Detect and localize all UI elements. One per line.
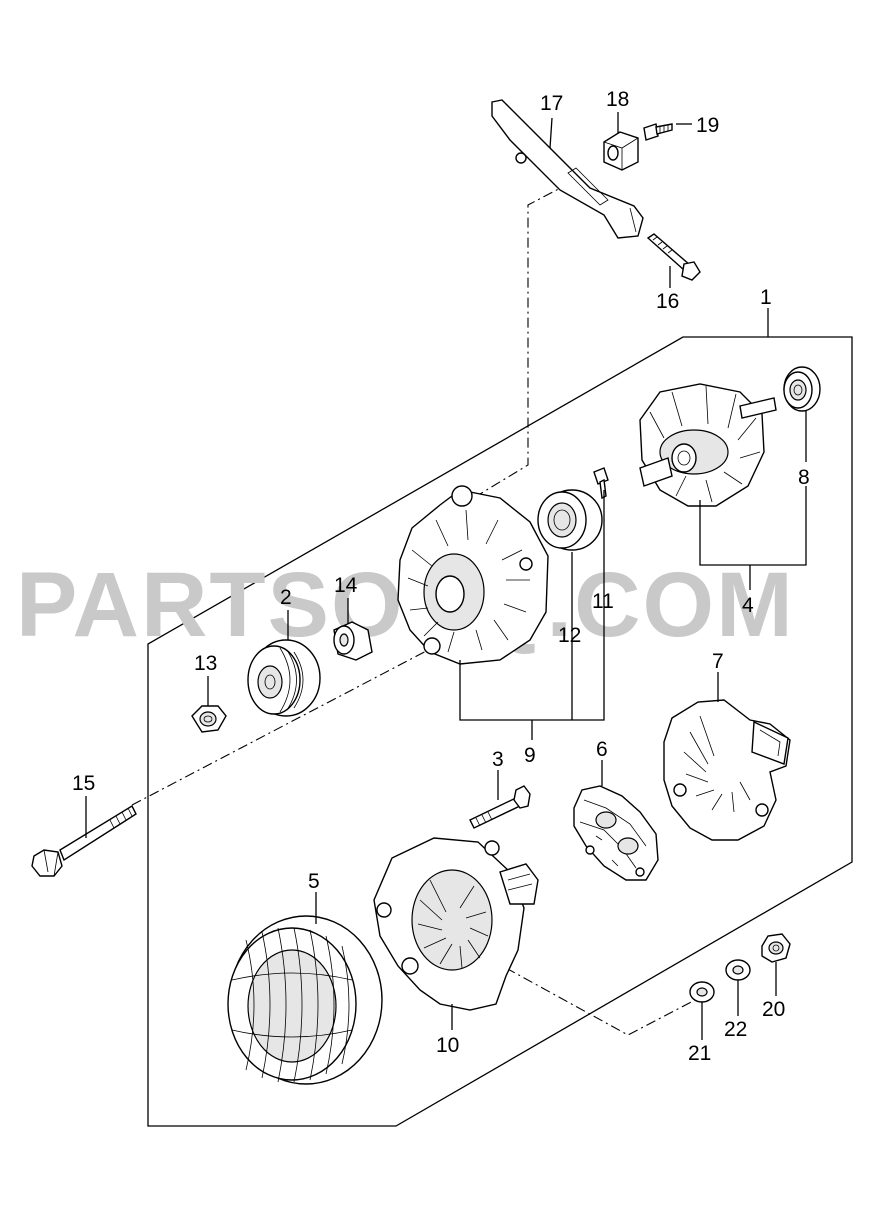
bushing-icon[interactable]: [603, 131, 639, 171]
pulley-icon[interactable]: [247, 639, 321, 717]
stator-icon[interactable]: [227, 915, 383, 1085]
callout-17[interactable]: 17: [540, 92, 563, 115]
callout-20[interactable]: 20: [762, 998, 785, 1021]
callout-18[interactable]: 18: [606, 88, 629, 111]
callout-10[interactable]: 10: [436, 1034, 459, 1057]
callout-15[interactable]: 15: [72, 772, 95, 795]
callout-8[interactable]: 8: [798, 466, 810, 489]
spacer-icon[interactable]: [333, 621, 373, 661]
callout-11[interactable]: 11: [592, 590, 614, 613]
leader-lines: [85, 112, 807, 1040]
washer-icon-22[interactable]: [725, 959, 751, 981]
callout-12[interactable]: 12: [558, 624, 581, 647]
nut-icon-20[interactable]: [761, 933, 791, 963]
callout-21[interactable]: 21: [688, 1042, 711, 1065]
callout-16[interactable]: 16: [656, 290, 679, 313]
stud-bolt-icon[interactable]: [469, 785, 531, 829]
bearing-icon-8[interactable]: [783, 366, 821, 412]
callout-labels: 1 17 18 19 16 8 4 11 12 9 2 14 13 15 3 6…: [72, 88, 810, 1065]
bearing-icon-12[interactable]: [537, 489, 603, 551]
callout-3[interactable]: 3: [492, 748, 504, 771]
washer-icon-21[interactable]: [689, 981, 715, 1003]
screw-icon[interactable]: [593, 467, 609, 500]
assembly-boundary: [147, 336, 853, 1127]
callout-22[interactable]: 22: [724, 1018, 747, 1041]
long-bolt-icon[interactable]: [31, 805, 137, 877]
callout-6[interactable]: 6: [596, 738, 608, 761]
rear-cover-icon[interactable]: [663, 699, 791, 841]
callout-7[interactable]: 7: [712, 650, 724, 673]
callout-5[interactable]: 5: [308, 870, 320, 893]
front-housing-icon[interactable]: [397, 485, 549, 665]
alignment-lines: [131, 182, 696, 1036]
callout-14[interactable]: 14: [334, 574, 358, 597]
rear-housing-icon[interactable]: [373, 837, 539, 1011]
nut-icon-13[interactable]: [191, 705, 227, 733]
bolt-icon-19[interactable]: [643, 123, 673, 141]
bracket-icon[interactable]: [491, 99, 644, 239]
regulator-icon[interactable]: [573, 785, 659, 881]
bolt-icon-16[interactable]: [646, 233, 701, 281]
callout-9[interactable]: 9: [524, 744, 536, 767]
callout-13[interactable]: 13: [194, 652, 217, 675]
callout-2[interactable]: 2: [280, 586, 292, 609]
callout-4[interactable]: 4: [742, 594, 754, 617]
rotor-icon[interactable]: [639, 383, 777, 507]
callout-19[interactable]: 19: [696, 114, 719, 137]
callout-1[interactable]: 1: [760, 286, 772, 309]
